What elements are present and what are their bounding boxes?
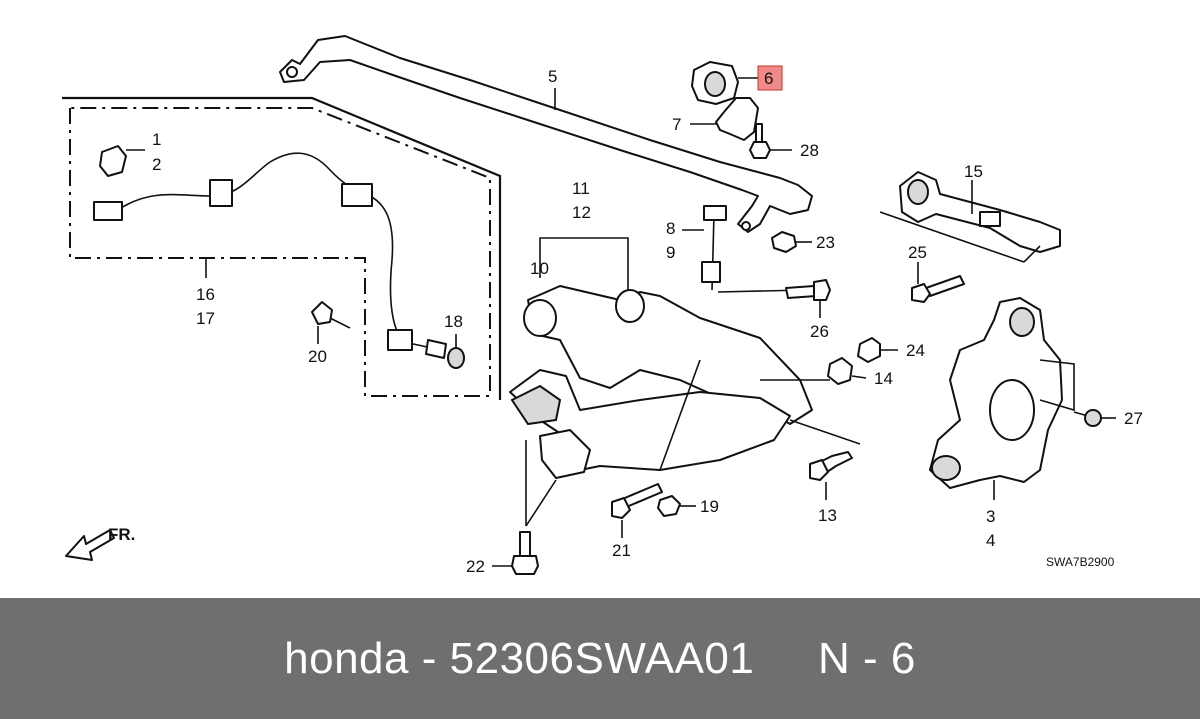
stabilizer-bar-end-hole [741, 221, 751, 231]
bolt-25-head [911, 283, 931, 303]
stabilizer-link-top [703, 205, 727, 221]
knuckle-upper-bushing [1009, 307, 1035, 337]
lower-arm-bushing [510, 384, 562, 426]
footer-separator: - [421, 633, 437, 683]
callout-1: 1 [152, 130, 161, 149]
callout-18: 18 [444, 312, 463, 331]
callout-17: 17 [196, 309, 215, 328]
parts-diagram: FR. 1 2 3 4 5 6 7 8 9 10 11 12 13 14 15 … [62, 35, 1143, 576]
leader-13 [789, 419, 861, 445]
bolt-13-head [809, 459, 829, 481]
callout-16: 16 [196, 285, 215, 304]
sensor-clip [99, 145, 127, 177]
leader-22-b [525, 479, 557, 527]
sensor-connector [93, 201, 123, 221]
callout-23: 23 [816, 233, 835, 252]
footer-caption: honda - 52306SWAA01 N - 6 [284, 634, 916, 684]
sensor-group-frame [62, 96, 502, 400]
callout-13: 13 [818, 506, 837, 525]
bolt-21-head [611, 497, 631, 519]
knuckle-lower-bushing [931, 455, 961, 481]
bushing-14 [827, 357, 853, 385]
footer-brand: honda [284, 633, 409, 683]
callout-5: 5 [548, 67, 557, 86]
callout-25: 25 [908, 243, 927, 262]
callout-6: 6 [764, 69, 773, 88]
bushing-24 [857, 337, 881, 363]
callout-11: 11 [572, 179, 590, 198]
upper-arm-bushing-right [615, 289, 645, 323]
bolt-26-shank [785, 285, 817, 299]
leader-19-21 [659, 359, 701, 471]
leader-14-label [851, 375, 867, 379]
callout-24: 24 [906, 341, 925, 360]
stabilizer-bar-hole [286, 66, 298, 78]
front-arrow-icon: FR. [65, 525, 135, 561]
callout-2: 2 [152, 155, 161, 174]
knuckle-hub-bore [989, 379, 1035, 441]
front-direction-label: FR. [108, 525, 135, 544]
bolt-26-head [813, 279, 831, 301]
callout-7: 7 [672, 115, 681, 134]
callout-26: 26 [810, 322, 829, 341]
upper-arm-bushing-left [523, 299, 557, 337]
leader-11-12 [539, 237, 629, 290]
sensor-head [425, 339, 447, 359]
footer-banner: honda - 52306SWAA01 N - 6 [0, 598, 1200, 719]
callout-20: 20 [308, 347, 327, 366]
callout-15: 15 [964, 162, 983, 181]
upper-arm [527, 285, 813, 425]
callout-21: 21 [612, 541, 631, 560]
sensor-group-dashed-outline [69, 107, 491, 397]
callout-3: 3 [986, 507, 995, 526]
callout-4: 4 [986, 531, 995, 550]
leader-25-a [879, 211, 1025, 263]
stabilizer-link-bottom [701, 261, 721, 283]
nut-19 [657, 495, 681, 517]
highlighted-callout-6: 6 [757, 65, 783, 91]
sensor-grommet-1 [209, 179, 233, 207]
sensor-bracket [387, 329, 413, 351]
bolt-25-shank [925, 275, 965, 297]
bushing-holder [715, 97, 759, 141]
lower-arm-mount [539, 429, 591, 479]
control-arm-adjuster [979, 211, 1001, 227]
callout-9: 9 [666, 243, 675, 262]
bolt-22-head [511, 555, 539, 575]
callout-27: 27 [1124, 409, 1143, 428]
leader-25-b [1023, 245, 1041, 263]
callout-10: 10 [530, 259, 549, 278]
sensor-grommet-2 [341, 183, 373, 207]
callout-22: 22 [466, 557, 485, 576]
diagram-canvas: FR. 1 2 3 4 5 6 7 8 9 10 11 12 13 14 15 … [62, 35, 1143, 576]
washer-27 [1084, 409, 1102, 427]
stabilizer-bar [279, 35, 813, 233]
nut-23 [771, 231, 797, 253]
holder-bolt-head [749, 141, 771, 159]
diagram-code: SWA7B2900 [1046, 555, 1115, 569]
callout-8: 8 [666, 219, 675, 238]
callout-14: 14 [874, 369, 893, 388]
sensor-bolt-shank [329, 317, 351, 329]
sensor-bolt [311, 301, 333, 325]
bolt-22-shank [519, 531, 531, 559]
callout-19: 19 [700, 497, 719, 516]
callout-12: 12 [572, 203, 591, 222]
leader-27-bracket [1039, 359, 1075, 412]
control-arm-bushing [907, 179, 929, 205]
footer-part-number: 52306SWAA01 [449, 633, 755, 683]
footer-callout-ref: N - 6 [817, 633, 916, 683]
nut-18 [447, 347, 465, 369]
sensor-wire [117, 152, 433, 349]
bushing-bore [704, 71, 726, 97]
callout-28: 28 [800, 141, 819, 160]
